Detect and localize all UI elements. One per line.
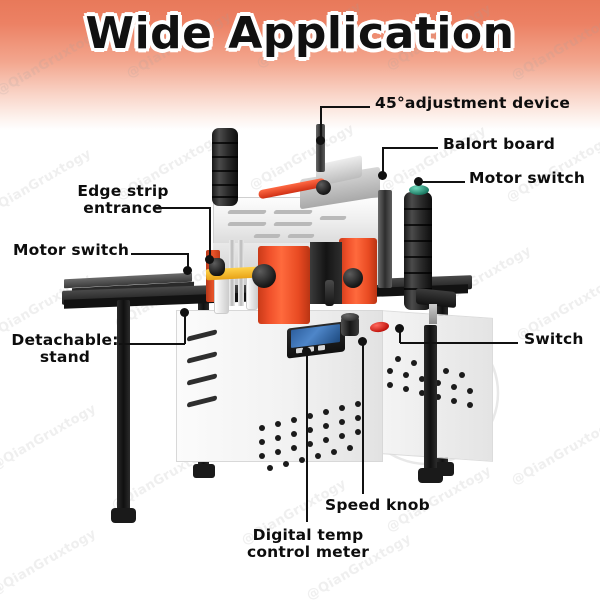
leader-dot-balort-board: [378, 171, 387, 180]
leader-dot-edge-strip-entrance: [205, 255, 214, 264]
perforated-hole-field: [255, 399, 377, 471]
leader-line-edge-strip-entrance: [209, 207, 211, 259]
callout-label-adjustment-device: 45°adjustment device: [375, 94, 571, 112]
stand-foot-back-left: [193, 464, 215, 478]
angle-adjust-post: [316, 124, 325, 172]
callout-label-balort-board: Balort board: [443, 135, 556, 153]
leader-line-detachable-stand: [184, 315, 186, 344]
leader-line-speed-knob: [362, 342, 364, 494]
leader-line-adjustment-device: [320, 107, 322, 140]
callout-label-detachable-stand: Detachable: stand: [11, 331, 119, 366]
speed-knob-shaft[interactable]: [341, 316, 359, 336]
edge-strip-entry-knob: [209, 258, 225, 276]
leader-line-adjustment-device: [320, 106, 370, 108]
leader-line-switch: [400, 342, 518, 344]
leader-dot-digital-temp-meter: [302, 347, 311, 356]
vent-slot: [187, 373, 217, 386]
vent-slot: [187, 395, 217, 408]
handle-left: [212, 128, 238, 206]
speed-knob-cap[interactable]: [341, 313, 359, 321]
leader-dot-switch: [395, 324, 404, 333]
leader-line-switch: [399, 330, 401, 343]
vent-slot: [187, 351, 217, 364]
stand-foot-front-right: [418, 468, 443, 483]
callout-label-digital-temp-meter: Digital temp control meter: [246, 526, 370, 561]
leader-dot-motor-switch-right: [414, 177, 423, 186]
callout-label-speed-knob: Speed knob: [325, 496, 430, 514]
vent-slot: [187, 329, 217, 342]
leader-dot-speed-knob: [358, 337, 367, 346]
leader-dot-adjustment-device: [316, 136, 325, 145]
leader-line-motor-switch-right: [420, 181, 465, 183]
leader-line-edge-strip-entrance: [155, 207, 211, 209]
header-gradient-background: [0, 0, 600, 130]
trimmer-bit: [429, 304, 437, 324]
leader-line-digital-temp-meter: [306, 352, 308, 522]
motor-switch-button-green[interactable]: [409, 185, 429, 195]
page-title: Wide Application: [85, 8, 515, 59]
angle-lock-knob: [316, 180, 331, 195]
callout-label-edge-strip-entrance: Edge strip entrance: [77, 182, 169, 217]
feed-pressure-knob: [252, 264, 276, 288]
depth-adjust-knob: [343, 268, 363, 288]
leader-dot-motor-switch-left: [183, 266, 192, 275]
callout-label-motor-switch-left: Motor switch: [13, 241, 130, 259]
support-post-right: [378, 190, 392, 288]
callout-label-switch: Switch: [524, 330, 584, 348]
stand-leg-front-left: [117, 300, 130, 515]
leader-dot-detachable-stand: [180, 308, 189, 317]
leader-line-detachable-stand: [119, 343, 185, 345]
leader-line-motor-switch-left: [131, 253, 189, 255]
leader-line-balort-board: [383, 147, 438, 149]
trim-post: [325, 280, 334, 306]
leader-line-balort-board: [382, 147, 384, 175]
callout-label-motor-switch-right: Motor switch: [469, 169, 586, 187]
stand-leg-front-right: [424, 325, 437, 475]
stand-foot-front-left: [111, 508, 136, 523]
leader-line-motor-switch-left: [187, 253, 189, 270]
